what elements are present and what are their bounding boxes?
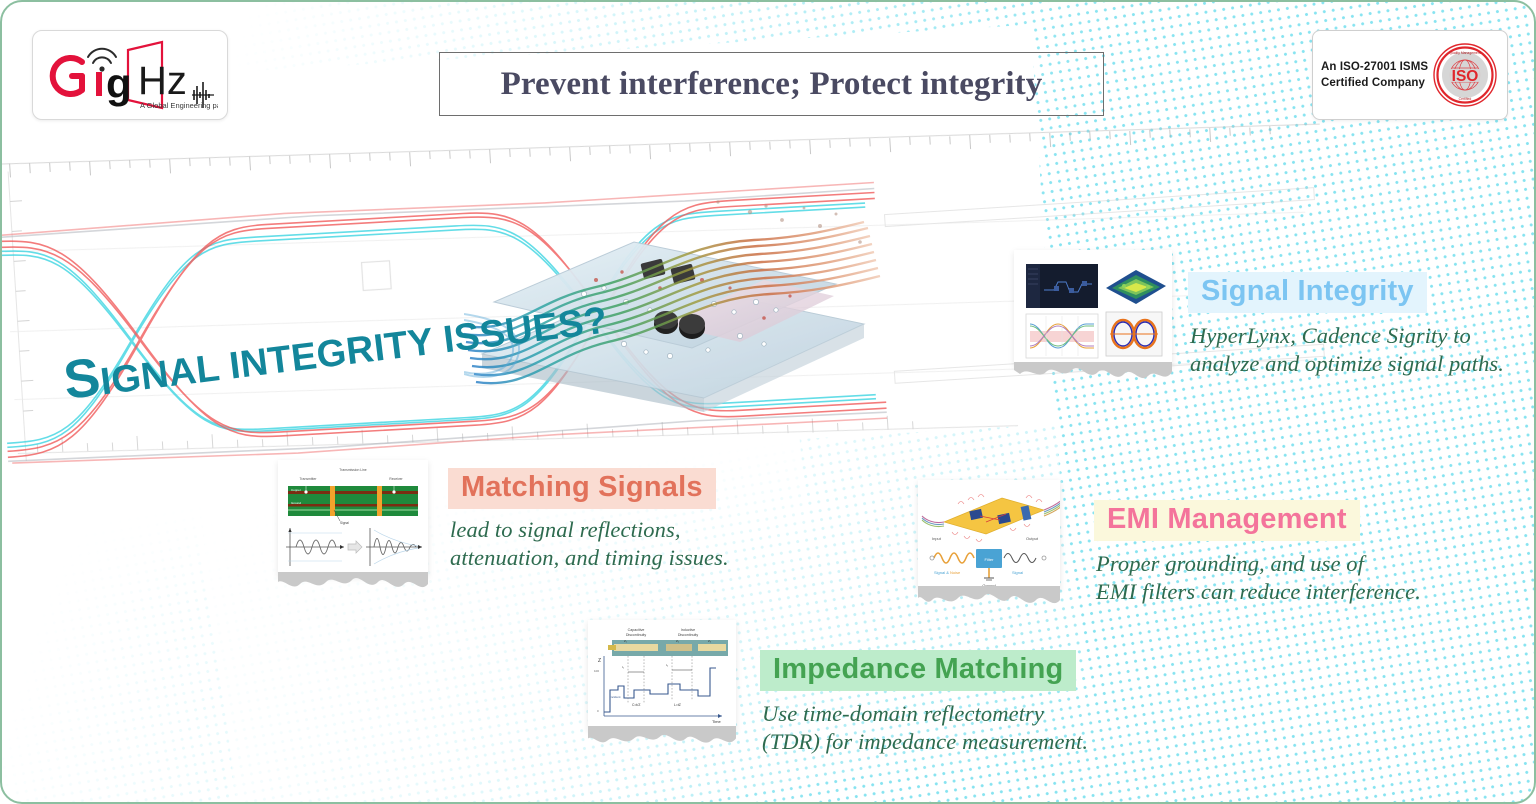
body-matching-signals: lead to signal reflections, attenuation,…	[450, 517, 729, 571]
axis-label-time: Time	[712, 719, 722, 724]
company-logo[interactable]: g Hz A Global Engineering partner	[32, 30, 228, 120]
gighz-logo-mark: g Hz A Global Engineering partner	[49, 40, 218, 110]
iso-line-2: Certified Company	[1321, 77, 1425, 89]
body-signal-integrity: HyperLynx, Cadence Sigrity to analyze an…	[1190, 323, 1505, 377]
label-filter: Filter	[985, 557, 995, 562]
heading-matching-signals: Matching Signals	[448, 468, 716, 509]
svg-text:Discontinuity: Discontinuity	[678, 633, 699, 637]
hero-headline: SIGNAL INTEGRITY ISSUES?	[60, 288, 610, 411]
iso-certification-badge: An ISO-27001 ISMS Certified Company ISO …	[1312, 30, 1508, 120]
iso-seal-icon: ISO Quality Management Certified	[1433, 43, 1497, 107]
svg-text:t₂: t₂	[666, 663, 669, 667]
axis-label-z: Z	[598, 658, 601, 664]
main-title-box: Prevent interference; Protect integrity	[439, 52, 1104, 116]
torn-paper-edge	[918, 586, 1060, 604]
label-signal: Signal	[340, 521, 349, 525]
signal-integrity-thumbnail-card	[1014, 250, 1172, 379]
svg-text:t₁: t₁	[622, 665, 624, 669]
iso-seal-bottom-text: Certified	[1459, 97, 1472, 101]
svg-text:Z₃: Z₃	[708, 639, 712, 643]
label-receiver: Receiver	[389, 477, 403, 481]
matching-signals-thumbnail-card: Transmission Line Transmitter Receiver C…	[278, 460, 428, 588]
svg-text:Z₂: Z₂	[676, 639, 680, 643]
logo-tagline: A Global Engineering partner	[140, 101, 218, 110]
label-capacitive-discontinuity: Capacitive	[628, 628, 645, 632]
signal-integrity-thumbnail	[1014, 250, 1172, 366]
impedance-matching-thumbnail: Capacitive Discontinuity Inductive Disco…	[588, 620, 736, 730]
label-signal-noise: Signal & Noise	[934, 570, 961, 575]
axis-tick-100: 100	[594, 669, 599, 673]
hero-headline-rest: IGNAL INTEGRITY ISSUES?	[98, 299, 610, 404]
label-incident: Incident	[610, 695, 621, 699]
label-ground: Ground	[291, 501, 301, 505]
heading-signal-integrity: Signal Integrity	[1188, 272, 1427, 313]
label-copper: Copper	[291, 488, 301, 492]
label-inductive-discontinuity: Inductive	[681, 628, 695, 632]
label-transmission-line: Transmission Line	[339, 468, 367, 472]
iso-badge-text: An ISO-27001 ISMS Certified Company	[1321, 59, 1428, 92]
label-ground-emi: Ground	[982, 583, 995, 588]
svg-text:C=t/Z: C=t/Z	[632, 703, 640, 707]
page-title: Prevent interference; Protect integrity	[500, 65, 1043, 102]
label-input: Input	[932, 536, 942, 541]
label-transmitter: Transmitter	[299, 477, 317, 481]
iso-seal-top-text: Quality Management	[1450, 51, 1481, 55]
matching-signals-thumbnail: Transmission Line Transmitter Receiver C…	[278, 460, 428, 576]
emi-management-thumbnail-card: Input Output Filter Signal & Nois	[918, 480, 1060, 604]
iso-seal-label: ISO	[1452, 68, 1479, 85]
emi-management-thumbnail: Input Output Filter Signal & Nois	[918, 480, 1060, 590]
torn-paper-edge	[588, 726, 736, 743]
svg-text:g: g	[106, 60, 132, 107]
heading-impedance-matching: Impedance Matching	[760, 650, 1077, 691]
body-emi-management: Proper grounding, and use of EMI filters…	[1096, 551, 1421, 605]
hero-headline-cap: S	[60, 346, 104, 411]
iso-line-1: An ISO-27001 ISMS	[1321, 60, 1429, 73]
torn-paper-edge	[278, 572, 428, 588]
label-output: Output	[1026, 536, 1039, 541]
torn-paper-edge	[1014, 362, 1172, 379]
svg-text:L=tZ: L=tZ	[674, 703, 681, 707]
label-signal-out: Signal	[1012, 570, 1023, 575]
svg-text:Hz: Hz	[138, 59, 187, 103]
svg-text:Z₁: Z₁	[624, 639, 627, 643]
heading-emi-management: EMI Management	[1094, 500, 1360, 541]
svg-text:Discontinuity: Discontinuity	[626, 633, 647, 637]
axis-tick-0: 0	[597, 709, 599, 713]
body-impedance-matching: Use time-domain reflectometry (TDR) for …	[762, 701, 1089, 755]
impedance-matching-thumbnail-card: Capacitive Discontinuity Inductive Disco…	[588, 620, 736, 743]
